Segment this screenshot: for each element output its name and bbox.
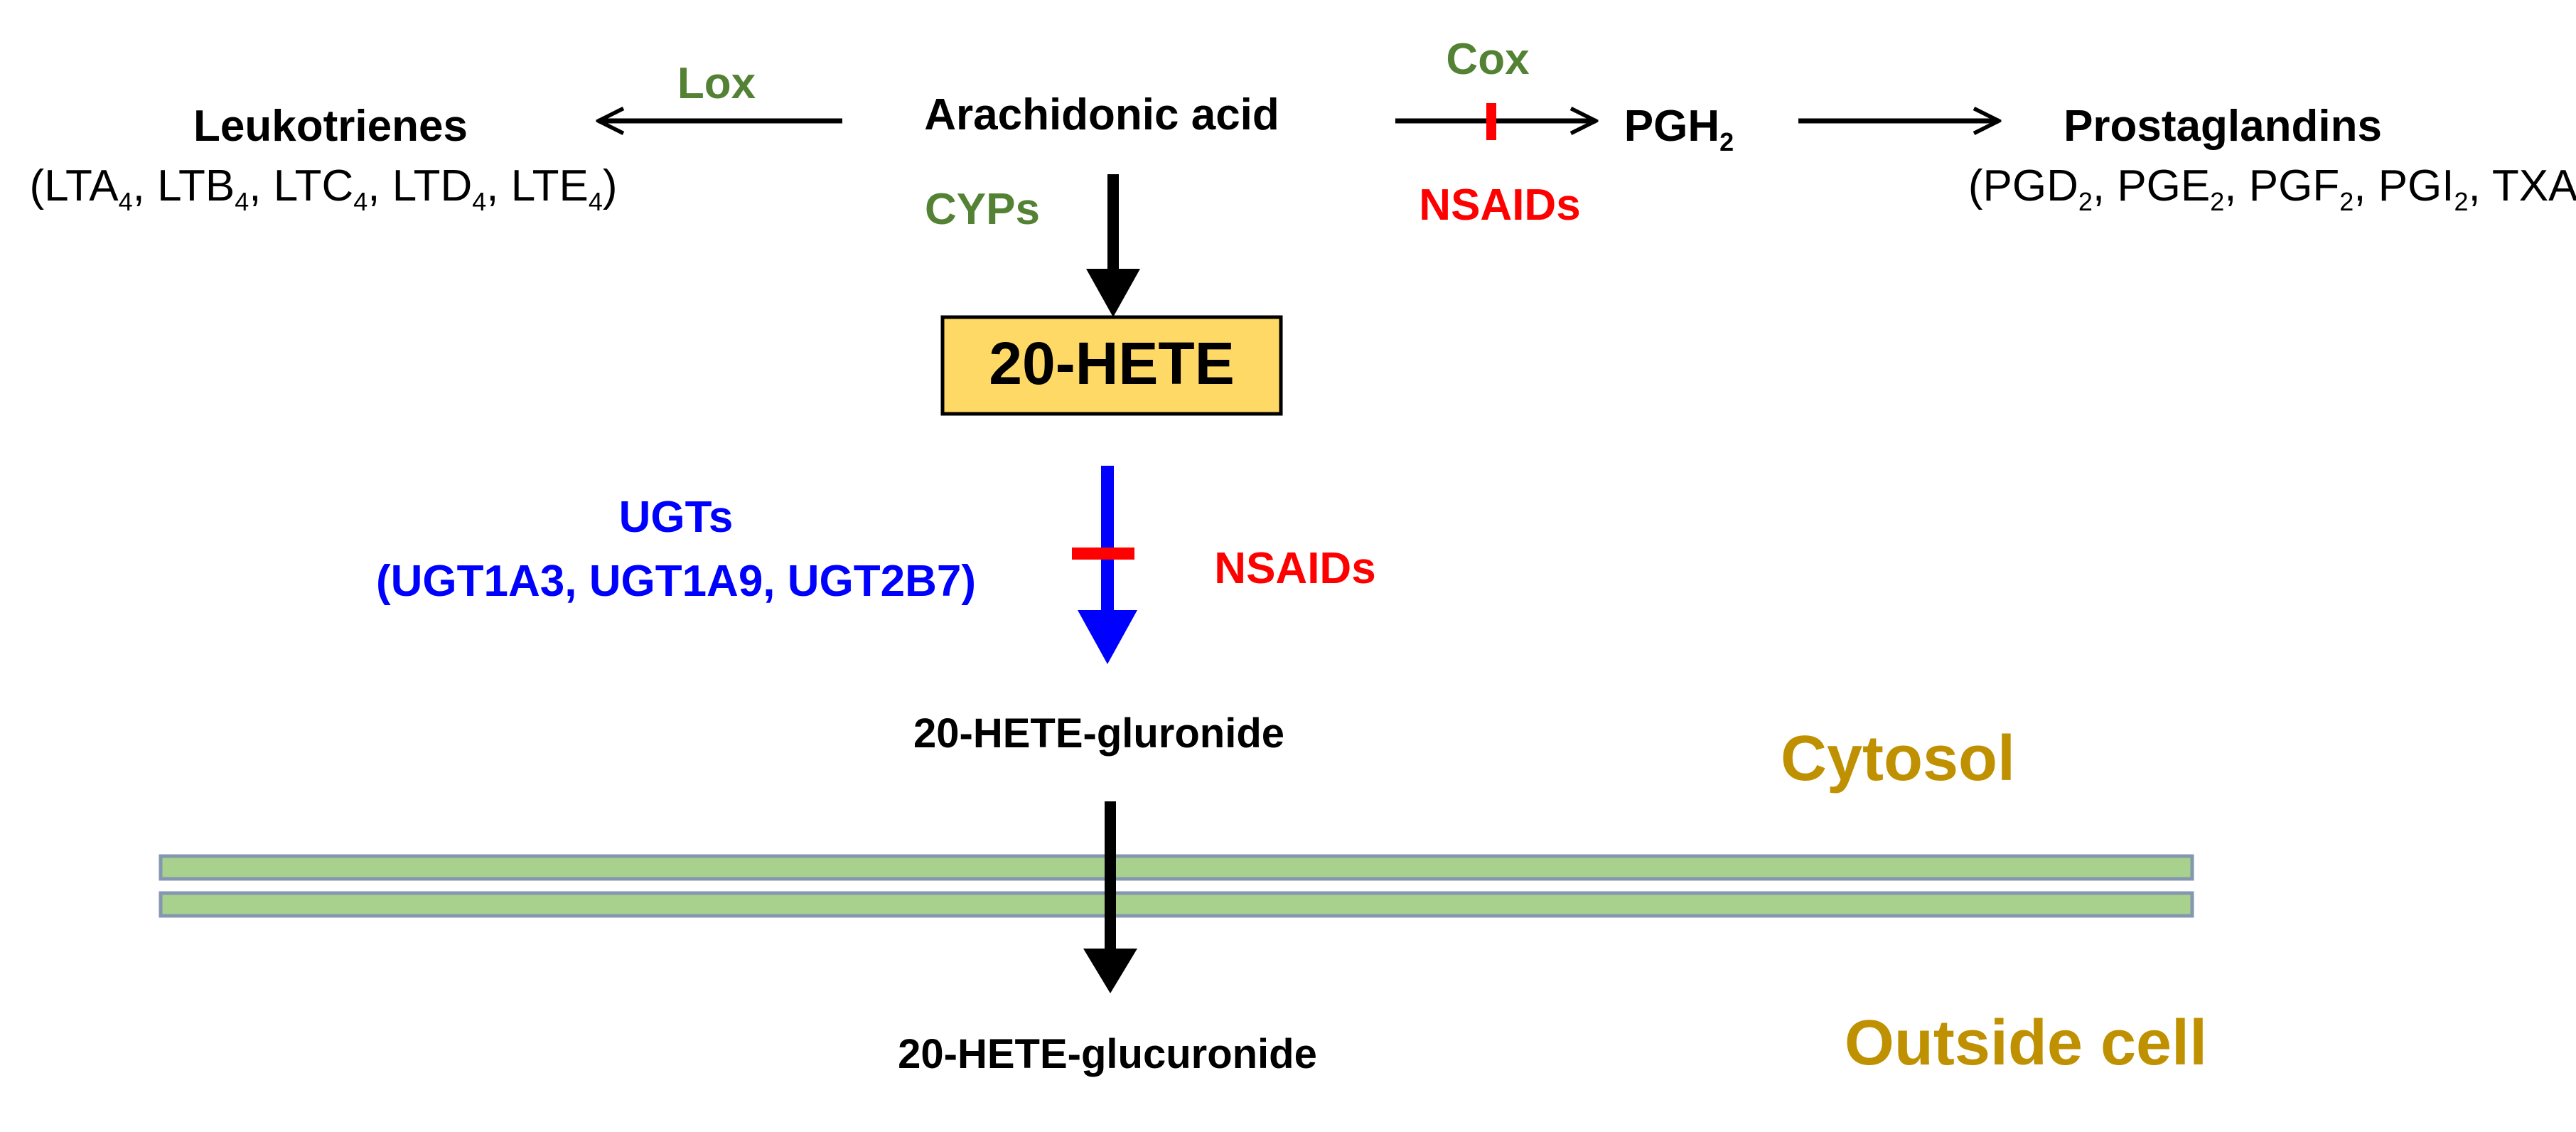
lox-label: Lox: [677, 59, 756, 108]
prostaglandin-list-separator: ,: [2354, 161, 2378, 210]
leukotriene-list-separator: ): [603, 161, 618, 210]
leukotriene-list-item: LTA: [44, 161, 119, 210]
prostaglandin-list: (PGD2, PGE2, PGF2, PGI2, TXA2): [1968, 161, 2576, 216]
prostaglandin-list-item: PGF: [2249, 161, 2339, 210]
cyps-label: CYPs: [925, 185, 1040, 234]
hete-glucuronide-label: 20-HETE-glucuronide: [898, 1031, 1317, 1077]
leukotriene-list-item-subscript: 4: [589, 187, 603, 216]
membrane-inner-layer: [159, 891, 2194, 918]
leukotriene-list-item-subscript: 4: [119, 187, 133, 216]
leukotriene-list: (LTA4, LTB4, LTC4, LTD4, LTE4): [29, 161, 617, 216]
hete-box: [940, 315, 1283, 416]
arachidonic-acid-label: Arachidonic acid: [924, 90, 1279, 139]
prostaglandin-list-item-subscript: 2: [2339, 187, 2354, 216]
leukotriene-list-separator: ,: [133, 161, 157, 210]
prostaglandin-list-open-paren: (: [1968, 161, 1983, 210]
prostaglandin-list-item: TXA: [2492, 161, 2576, 210]
prostaglandin-list-separator: ,: [2093, 161, 2117, 210]
ugt-arrow-head: [1078, 610, 1137, 664]
nsaids-ugt-inhibitor-label: NSAIDs: [1214, 544, 1375, 593]
prostaglandins-label: Prostaglandins: [2064, 102, 2382, 151]
ugts-label: UGTs: [619, 493, 734, 542]
cyps-arrow-head: [1086, 269, 1140, 317]
outside-cell-label: Outside cell: [1845, 1008, 2207, 1079]
leukotriene-list-item: LTB: [157, 161, 235, 210]
leukotriene-list-item-subscript: 4: [235, 187, 249, 216]
leukotriene-list-separator: ,: [486, 161, 510, 210]
prostaglandin-list-item: PGI: [2378, 161, 2454, 210]
membrane-outer-layer: [159, 854, 2194, 881]
transport-arrow-head: [1083, 949, 1137, 993]
cox-inhibition-mark: [1486, 103, 1496, 140]
leukotriene-list-item: LTC: [274, 161, 354, 210]
leukotriene-list-separator: ,: [367, 161, 392, 210]
ugt-isoforms-label: (UGT1A3, UGT1A9, UGT2B7): [376, 557, 976, 606]
prostaglandin-list-item-subscript: 2: [2078, 187, 2093, 216]
prostaglandin-list-separator: ,: [2224, 161, 2248, 210]
prostaglandin-list-separator: ,: [2469, 161, 2492, 210]
pgh2-label: PGH2: [1624, 102, 1734, 156]
leukotriene-list-item-subscript: 4: [472, 187, 486, 216]
prostaglandin-list-item-subscript: 2: [2454, 187, 2469, 216]
prostaglandin-list-item-subscript: 2: [2210, 187, 2224, 216]
leukotriene-list-open-paren: (: [29, 161, 44, 210]
ugt-inhibition-mark: [1072, 548, 1134, 560]
leukotriene-list-item-subscript: 4: [353, 187, 367, 216]
hete-gluronide-label: 20-HETE-gluronide: [913, 710, 1284, 757]
leukotriene-list-item: LTD: [392, 161, 473, 210]
cox-label: Cox: [1446, 35, 1530, 84]
leukotrienes-label: Leukotrienes: [193, 102, 468, 151]
prostaglandin-list-item: PGD: [1982, 161, 2078, 210]
leukotriene-list-separator: ,: [249, 161, 273, 210]
leukotriene-list-item: LTE: [511, 161, 589, 210]
prostaglandin-list-item: PGE: [2117, 161, 2210, 210]
cytosol-label: Cytosol: [1781, 723, 2015, 794]
hete-label: 20-HETE: [989, 330, 1234, 397]
nsaids-cox-inhibitor-label: NSAIDs: [1419, 181, 1580, 230]
